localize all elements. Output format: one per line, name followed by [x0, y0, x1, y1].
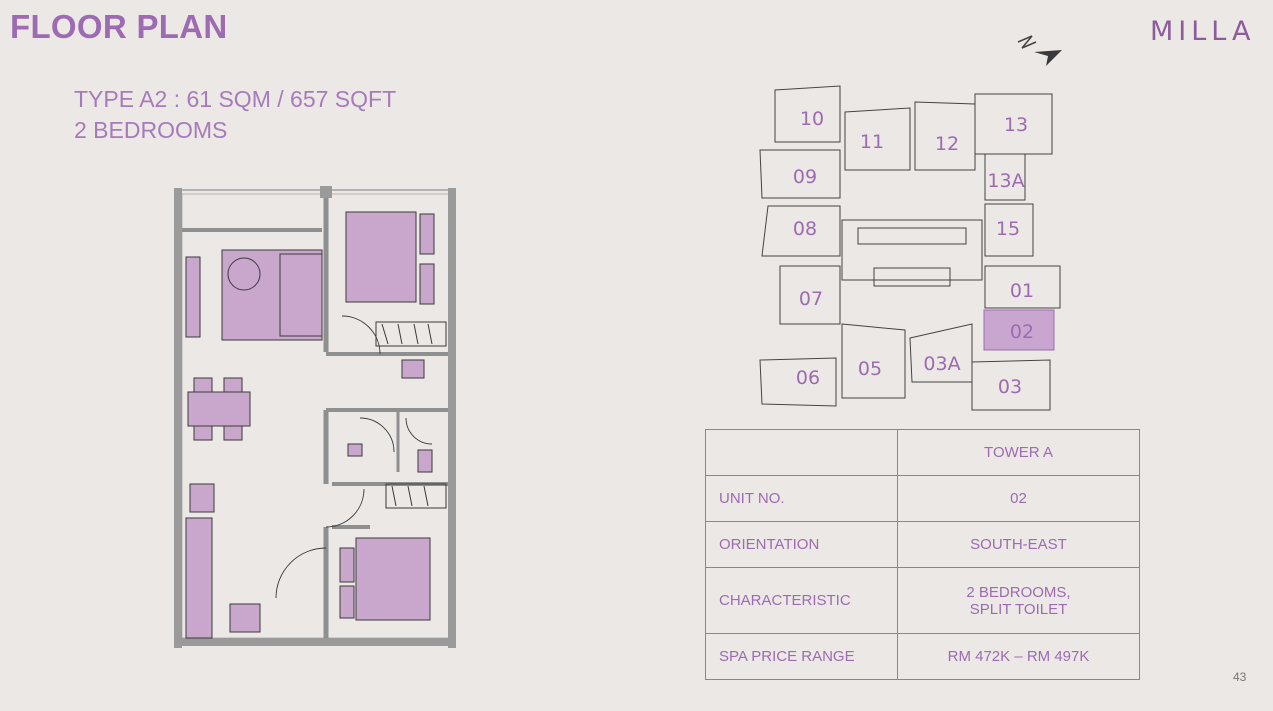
unit-type-size: TYPE A2 : 61 SQM / 657 SQFT — [74, 86, 397, 112]
unit-label: 03A — [923, 353, 960, 375]
unit-label: 05 — [858, 358, 882, 380]
row-value: 02 — [897, 475, 1140, 522]
row-value: RM 472K – RM 497K — [897, 633, 1140, 680]
row-value: 2 BEDROOMS, SPLIT TOILET — [897, 567, 1140, 634]
page-number: 43 — [1233, 670, 1247, 684]
north-arrow-icon — [1017, 35, 1062, 66]
bedroom-count: 2 BEDROOMS — [74, 117, 228, 143]
unit-label: 07 — [799, 288, 823, 310]
table-row: SPA PRICE RANGE RM 472K – RM 497K — [705, 633, 1140, 680]
unit-label: 09 — [793, 166, 817, 188]
table-row: UNIT NO. 02 — [705, 475, 1140, 522]
key-plan: 10 11 12 13 09 13A 08 15 07 01 02 06 05 … — [759, 85, 1061, 411]
row-value-line: 2 BEDROOMS, — [966, 583, 1071, 601]
table-cell — [705, 429, 898, 476]
brand-logo: MILLA — [1150, 16, 1256, 47]
highlighted-unit — [983, 309, 1055, 351]
row-value-line: SPLIT TOILET — [969, 600, 1068, 618]
table-header: TOWER A — [897, 429, 1140, 476]
row-label: UNIT NO. — [705, 475, 898, 522]
row-label: ORIENTATION — [705, 521, 898, 568]
unit-label: 13 — [1004, 114, 1028, 136]
row-label: SPA PRICE RANGE — [705, 633, 898, 680]
table-row: TOWER A — [705, 429, 1140, 476]
unit-label: 02 — [1010, 321, 1034, 343]
unit-label: 12 — [935, 133, 959, 155]
row-label: CHARACTERISTIC — [705, 567, 898, 634]
unit-label: 03 — [998, 376, 1022, 398]
unit-label: 10 — [800, 108, 824, 130]
table-row: ORIENTATION SOUTH-EAST — [705, 521, 1140, 568]
unit-label: 15 — [996, 218, 1020, 240]
unit-label: 11 — [860, 131, 884, 153]
row-value: SOUTH-EAST — [897, 521, 1140, 568]
unit-label: 08 — [793, 218, 817, 240]
floor-plan-drawing — [174, 186, 456, 648]
unit-label: 13A — [987, 170, 1024, 192]
page-title: FLOOR PLAN — [10, 8, 228, 45]
table-row: CHARACTERISTIC 2 BEDROOMS, SPLIT TOILET — [705, 567, 1140, 634]
unit-label: 01 — [1010, 280, 1034, 302]
unit-label: 06 — [796, 367, 820, 389]
unit-info-table: TOWER A UNIT NO. 02 ORIENTATION SOUTH-EA… — [705, 429, 1140, 680]
